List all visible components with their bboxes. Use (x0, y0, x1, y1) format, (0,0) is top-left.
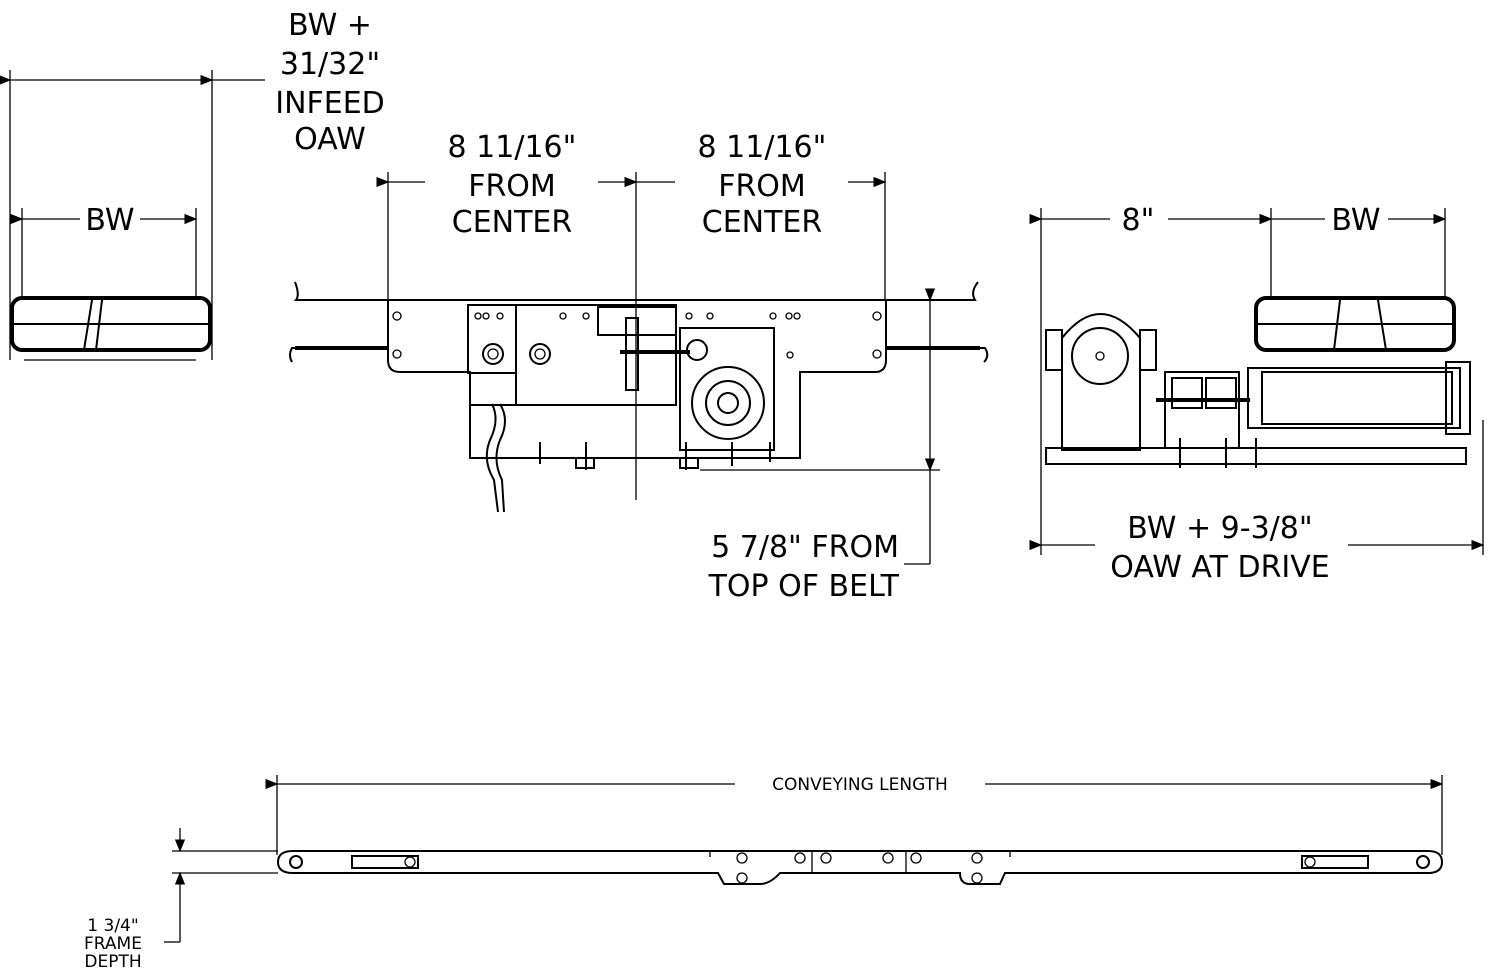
belt-height-line-2: TOP OF BELT (708, 569, 900, 604)
drive-oaw-line-2: OAW AT DRIVE (1110, 550, 1330, 585)
belt-height-line-1: 5 7/8" FROM (711, 530, 899, 565)
infeed-oaw-line-2: 31/32" (280, 47, 380, 82)
frame-depth-line-2: FRAME (84, 934, 142, 954)
infeed-oaw-line-3: INFEED (275, 86, 385, 121)
drive-eight-inch-label: 8" (1122, 203, 1155, 238)
frame-depth-line-3: DEPTH (84, 952, 141, 970)
conveying-length-label: CONVEYING LENGTH (772, 775, 948, 795)
frame-depth-line-1: 1 3/4" (87, 916, 138, 936)
left-offset-line-3: CENTER (452, 205, 572, 240)
infeed-bw-label: BW (85, 203, 134, 238)
left-offset-line-2: FROM (468, 169, 556, 204)
infeed-end-view (0, 70, 265, 361)
drive-oaw-line-1: BW + 9-3/8" (1127, 511, 1312, 546)
right-offset-line-3: CENTER (702, 205, 822, 240)
conveyor-plan-view (164, 775, 1444, 943)
infeed-oaw-line-4: OAW (294, 122, 366, 157)
left-offset-line-1: 8 11/16" (448, 130, 577, 165)
drive-side-view (289, 172, 989, 565)
right-offset-line-1: 8 11/16" (698, 130, 827, 165)
drive-end-view (1029, 208, 1485, 555)
drive-bw-label: BW (1331, 203, 1380, 238)
infeed-oaw-line-1: BW + (288, 8, 372, 43)
right-offset-line-2: FROM (718, 169, 806, 204)
